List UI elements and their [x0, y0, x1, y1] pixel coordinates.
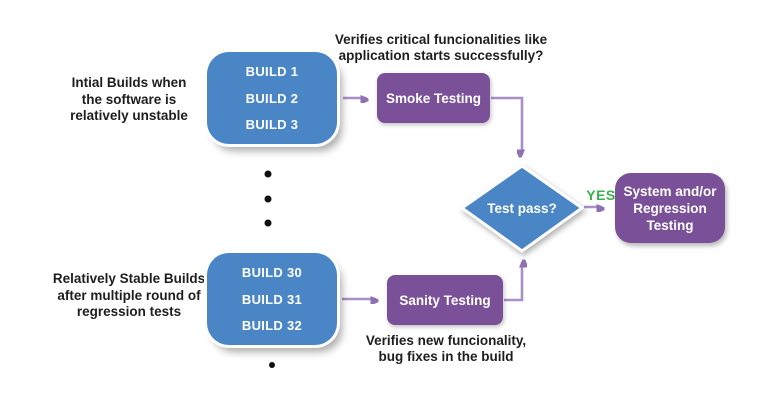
build-label: BUILD 1 — [245, 63, 299, 79]
ellipsis-dot — [264, 195, 272, 203]
build-label: BUILD 32 — [241, 318, 303, 334]
yes-branch-label: YES — [586, 187, 616, 203]
build-label: BUILD 3 — [245, 117, 299, 133]
note-line: Verifies critical funcionalities like — [334, 32, 548, 47]
note-line: the software is — [81, 91, 177, 107]
ellipsis-dot — [269, 362, 275, 368]
build-label: BUILD 30 — [241, 264, 303, 280]
smoke-testing-note: Verifies critical funcionalities like ap… — [329, 32, 553, 64]
process-label: Smoke Testing — [385, 90, 482, 106]
system-label-line: System and/or — [623, 183, 717, 199]
decision-label: Test pass? — [487, 201, 557, 216]
arrow-sanity-to-decision — [504, 262, 522, 302]
process-label: Sanity Testing — [399, 292, 491, 308]
build-label: BUILD 31 — [241, 291, 303, 307]
smoke-testing-node: Smoke Testing — [377, 73, 490, 123]
note-line: Verifies new funcionality, — [365, 333, 527, 348]
note-line: relatively unstable — [70, 108, 188, 123]
ellipsis-dot — [264, 219, 272, 227]
initial-builds-node: BUILD 1 BUILD 2 BUILD 3 — [207, 52, 337, 144]
system-label-line: Testing — [646, 217, 694, 233]
sanity-testing-node: Sanity Testing — [387, 275, 503, 325]
note-line: bug fixes in the build — [378, 349, 514, 364]
note-line: application starts successfully? — [338, 48, 544, 63]
stable-builds-note: Relatively Stable Builds after multiple … — [36, 271, 222, 321]
system-label-line: Regression — [633, 200, 707, 216]
system-regression-node: System and/or Regression Testing — [615, 173, 725, 243]
note-line: Intial Builds when — [71, 75, 187, 90]
ellipsis-dot — [264, 170, 272, 178]
initial-builds-note: Intial Builds when the software is relat… — [36, 75, 222, 125]
sanity-testing-note: Verifies new funcionality, bug fixes in … — [334, 333, 558, 365]
note-line: regression tests — [76, 304, 182, 319]
build-label: BUILD 2 — [245, 90, 299, 106]
note-line: Relatively Stable Builds — [52, 271, 206, 286]
arrow-smoke-to-decision — [491, 96, 522, 155]
stable-builds-node: BUILD 30 BUILD 31 BUILD 32 — [207, 253, 337, 345]
note-line: after multiple round of — [57, 287, 201, 303]
decision-diamond — [459, 164, 585, 253]
